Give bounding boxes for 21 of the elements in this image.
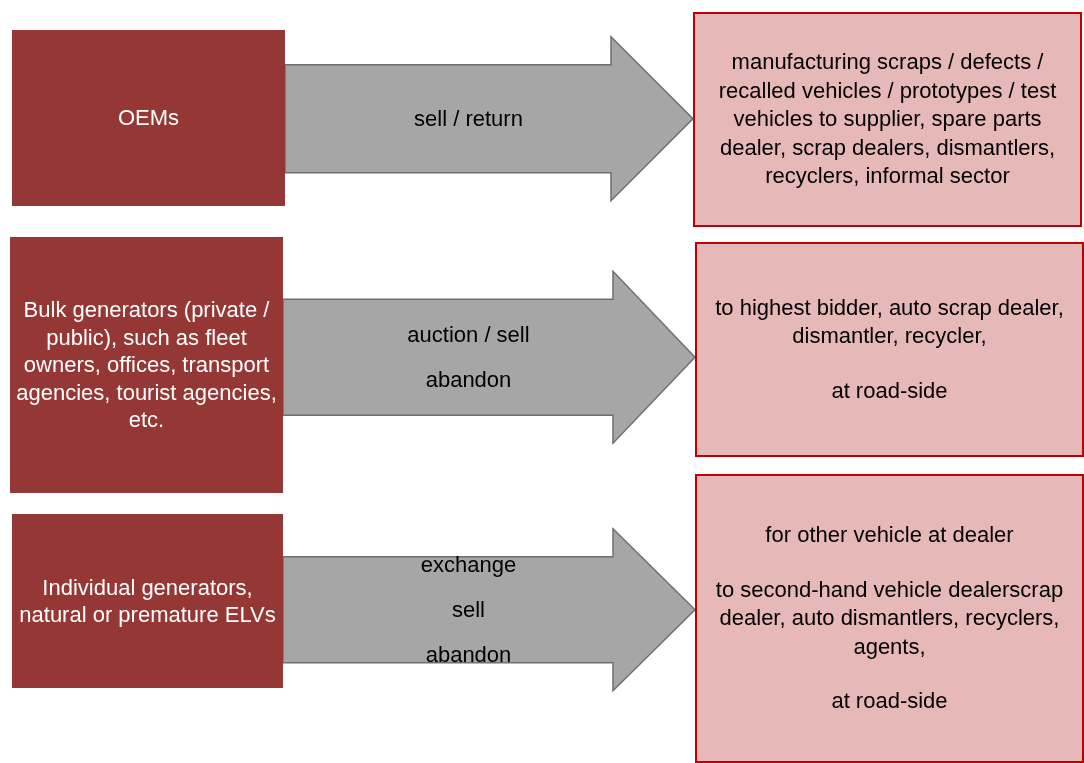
box-text: manufacturing scraps / defects / recalled vehicles / prototypes / test vehicles to supplier, spare parts dealer, scrap dealers, dismantlers, recyclers, informal sector xyxy=(717,48,1058,191)
destination-box xyxy=(695,242,1084,457)
source-box xyxy=(10,237,283,493)
destination-box xyxy=(693,12,1082,227)
box-text: at road-side xyxy=(831,687,948,716)
edge-label: exchange sell abandon xyxy=(419,551,518,670)
box-text: to second-hand vehicle dealerscrap dealer, auto dismantlers, recyclers, agents, xyxy=(714,575,1065,661)
box-text: Individual generators, natural or premature ELVs xyxy=(18,573,277,629)
box-text: OEMs xyxy=(117,104,180,132)
source-box xyxy=(12,514,283,688)
box-text: at road-side xyxy=(831,376,948,405)
box-text: for other vehicle at dealer xyxy=(765,521,1014,549)
block-arrow xyxy=(284,34,695,203)
box-text: to highest bidder, auto scrap dealer, dismantler, recycler, xyxy=(714,293,1065,351)
box-text: Bulk generators (private / public), such as fleet owners, offices, transport agencies, tourist agencies, etc. xyxy=(16,296,277,434)
edge-label: auction / sell abandon xyxy=(406,321,531,395)
source-box xyxy=(12,30,285,206)
block-arrow xyxy=(282,269,697,446)
destination-box xyxy=(695,474,1084,763)
block-arrow xyxy=(282,526,697,693)
edge-label: sell / return xyxy=(413,105,524,134)
